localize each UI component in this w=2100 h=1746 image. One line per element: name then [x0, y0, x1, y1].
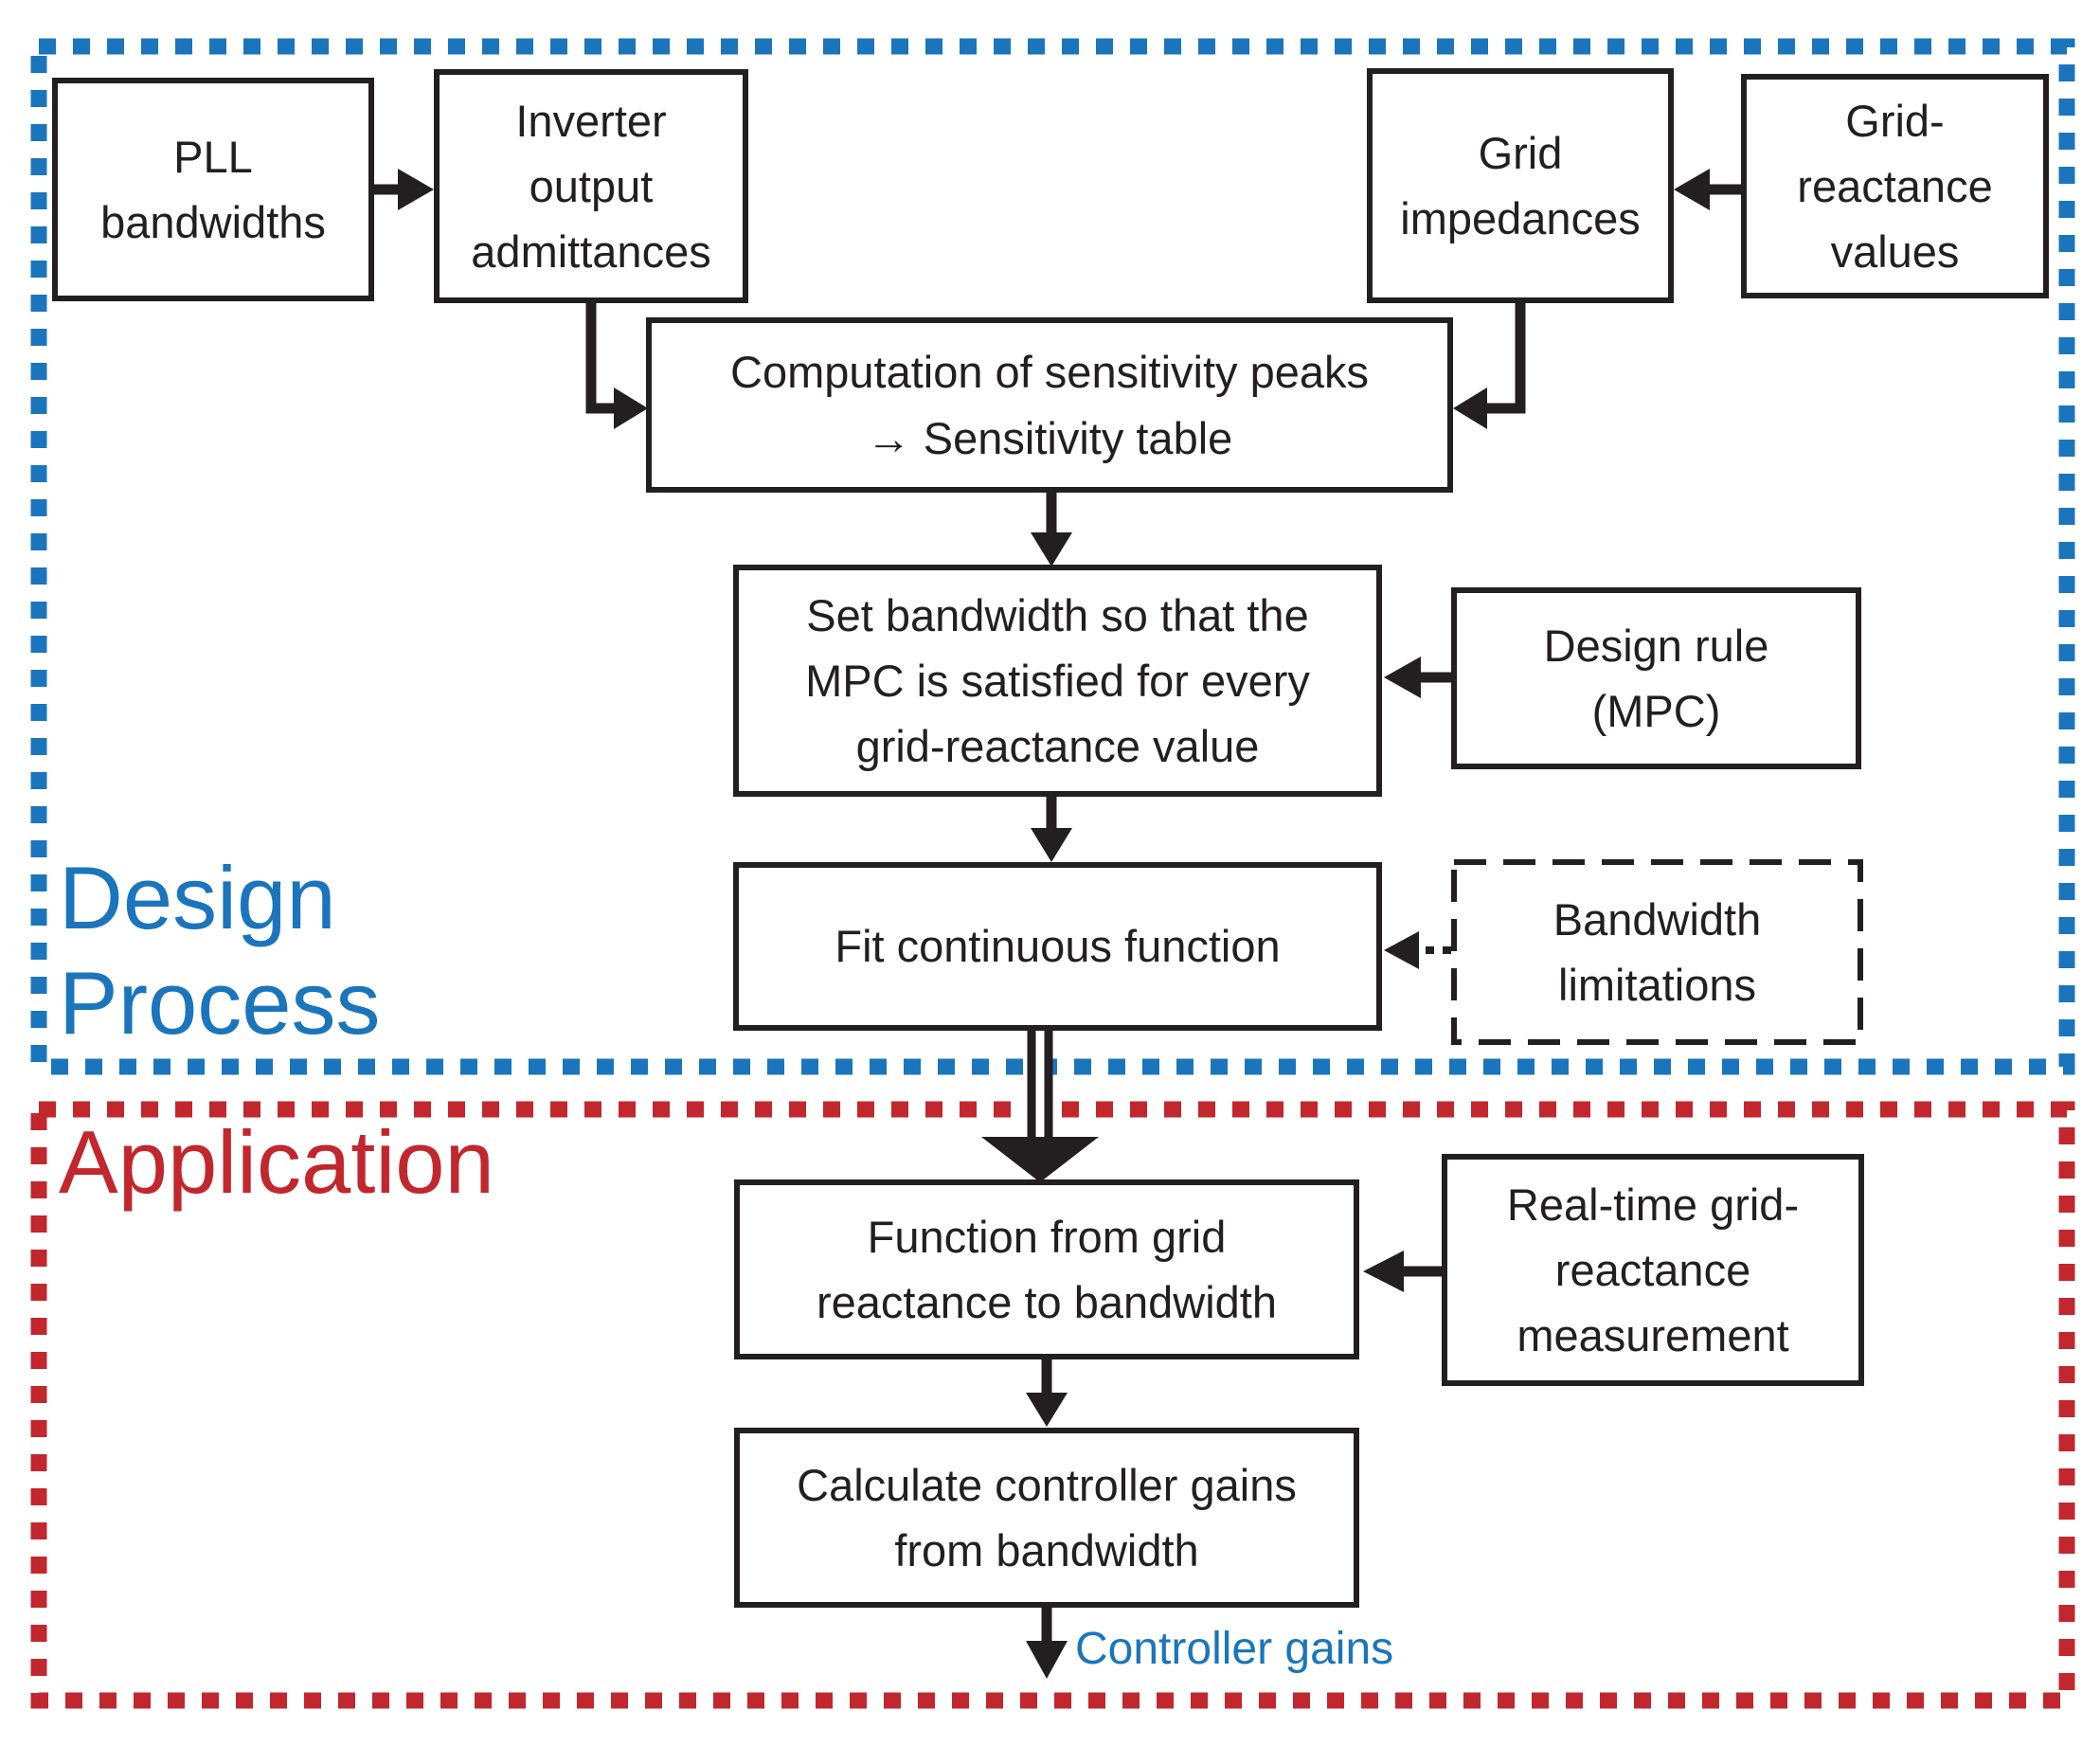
box-fit-continuous-function: Fit continuous function: [733, 862, 1382, 1031]
double-arrow-fit-to-function: [981, 1031, 1099, 1182]
arrow-function-to-calculate: [1026, 1359, 1068, 1427]
bandwidth-limitations-dashed-border: [1451, 859, 1863, 1045]
design-process-label: Design Process: [59, 848, 381, 1053]
box-grid-reactance-values-label: Grid- reactance values: [1797, 95, 1993, 278]
box-calculate-controller-gains-label: Calculate controller gains from bandwidt…: [797, 1459, 1297, 1575]
box-bandwidth-limitations-label: Bandwidth limitations: [1553, 893, 1762, 1010]
box-design-rule-mpc: Design rule (MPC): [1451, 587, 1861, 769]
box-calculate-controller-gains: Calculate controller gains from bandwidt…: [734, 1428, 1359, 1608]
arrow-impedances-to-computation: [1453, 303, 1526, 429]
box-set-bandwidth-label: Set bandwidth so that the MPC is satisfi…: [805, 589, 1310, 772]
box-function-grid-reactance-to-bandwidth-label: Function from grid reactance to bandwidt…: [817, 1211, 1277, 1327]
arrow-pll-to-inverter: [374, 169, 434, 210]
box-function-grid-reactance-to-bandwidth: Function from grid reactance to bandwidt…: [734, 1179, 1359, 1359]
arrow-inverter-to-computation: [585, 303, 648, 429]
dotted-arrow-bandwidth-limitations-to-fit: [1384, 931, 1451, 969]
box-computation-sensitivity: Computation of sensitivity peaks → Sensi…: [646, 317, 1453, 493]
box-fit-continuous-function-label: Fit continuous function: [835, 921, 1281, 972]
box-inverter-output-admittances: Inverter output admittances: [434, 69, 748, 303]
box-grid-impedances: Grid impedances: [1367, 68, 1674, 303]
box-grid-impedances-label: Grid impedances: [1400, 127, 1641, 243]
arrow-computation-to-set-bandwidth: [1031, 493, 1072, 567]
box-grid-reactance-values: Grid- reactance values: [1741, 74, 2049, 298]
box-realtime-grid-reactance-measurement: Real-time grid- reactance measurement: [1442, 1154, 1864, 1386]
arrow-calculate-to-output: [1026, 1608, 1068, 1679]
box-computation-sensitivity-label: Computation of sensitivity peaks → Sensi…: [730, 347, 1369, 463]
controller-gains-output-label: Controller gains: [1075, 1624, 1394, 1674]
box-inverter-output-admittances-label: Inverter output admittances: [471, 95, 711, 278]
application-border: [30, 1101, 2075, 1709]
application-label: Application: [59, 1112, 494, 1212]
box-realtime-grid-reactance-measurement-label: Real-time grid- reactance measurement: [1506, 1179, 1800, 1361]
box-set-bandwidth: Set bandwidth so that the MPC is satisfi…: [733, 565, 1382, 797]
arrow-set-bandwidth-to-fit: [1031, 797, 1072, 862]
arrow-grid-reactance-to-impedances: [1674, 169, 1741, 210]
box-pll-bandwidths: PLL bandwidths: [52, 78, 374, 301]
box-bandwidth-limitations: Bandwidth limitations: [1451, 859, 1863, 1045]
arrow-realtime-to-function: [1363, 1251, 1442, 1292]
box-design-rule-mpc-label: Design rule (MPC): [1543, 620, 1769, 736]
box-pll-bandwidths-label: PLL bandwidths: [100, 131, 326, 247]
arrow-design-rule-to-set-bandwidth: [1384, 657, 1451, 698]
